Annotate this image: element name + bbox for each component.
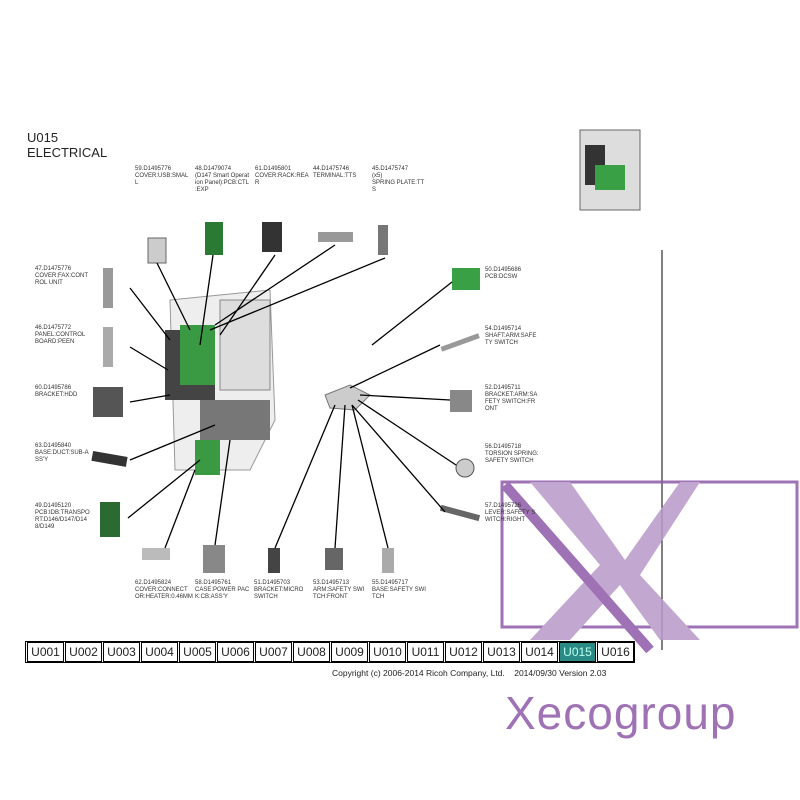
tab-u012[interactable]: U012 (445, 642, 482, 662)
tab-u005[interactable]: U005 (179, 642, 216, 662)
part-55-icon (382, 548, 394, 573)
unit-code: U015 (27, 130, 59, 145)
tab-u016[interactable]: U016 (597, 642, 634, 662)
unit-tabs: U001 U002 U003 U004 U005 U006 U007 U008 … (25, 641, 635, 663)
part-label[interactable]: 55.D1495717 BASE:SAFETY SWI TCH (372, 580, 426, 600)
tab-u004[interactable]: U004 (141, 642, 178, 662)
part-57-icon (439, 504, 481, 522)
part-label[interactable]: 44.D1475746 TERMINAL:TTS (313, 166, 357, 179)
tab-u015[interactable]: U015 (559, 642, 596, 662)
part-48-icon (205, 222, 223, 255)
tab-u011[interactable]: U011 (407, 642, 444, 662)
tab-u001[interactable]: U001 (27, 642, 64, 662)
part-label[interactable]: 63.D1495840 BASE:DUCT:SUB-A SS'Y (35, 443, 89, 463)
footer: Copyright (c) 2006-2014 Ricoh Company, L… (332, 668, 606, 678)
part-58-icon (203, 545, 225, 573)
part-49-icon (100, 502, 120, 537)
tab-u010[interactable]: U010 (369, 642, 406, 662)
tab-u003[interactable]: U003 (103, 642, 140, 662)
part-50-icon (452, 268, 480, 290)
part-label[interactable]: 47.D1475776 COVER:FAX:CONT ROL UNIT (35, 266, 89, 286)
copyright-text: Copyright (c) 2006-2014 Ricoh Company, L… (332, 668, 505, 678)
part-label[interactable]: 60.D1495786 BRACKET:HDD (35, 385, 78, 398)
leader-lines (127, 244, 457, 549)
tab-u007[interactable]: U007 (255, 642, 292, 662)
part-label[interactable]: 62.D1495824 COVER:CONNECT OR:HEATER:0.46… (135, 580, 193, 600)
part-59-icon (147, 237, 167, 264)
part-61-icon (262, 222, 282, 252)
tab-u008[interactable]: U008 (293, 642, 330, 662)
section-name: ELECTRICAL (27, 145, 108, 160)
part-56-icon (455, 458, 475, 478)
tab-u014[interactable]: U014 (521, 642, 558, 662)
part-label[interactable]: 53.D1495713 ARM:SAFETY SWI TCH:FRONT (313, 580, 365, 600)
safety-switch-assembly (324, 384, 371, 411)
part-label[interactable]: 51.D1495703 BRACKET:MICRO SWITCH (254, 580, 304, 600)
part-label[interactable]: 54.D1495714 SHAFT:ARM:SAFE TY SWITCH (485, 326, 537, 346)
part-53-icon (325, 548, 343, 570)
part-45-icon (378, 225, 388, 255)
watermark-logo (500, 480, 799, 654)
part-label[interactable]: 57.D1495726 LEVER:SAFETY S WITCH:RIGHT (485, 503, 536, 523)
part-46-icon (103, 327, 113, 367)
tab-u006[interactable]: U006 (217, 642, 254, 662)
part-52-icon (450, 390, 472, 412)
overview-thumbnail (579, 129, 641, 211)
tab-u009[interactable]: U009 (331, 642, 368, 662)
watermark-text: Xecogroup (505, 687, 737, 739)
part-label[interactable]: 52.D1495711 BRACKET:ARM:SA FETY SWITCH:F… (485, 385, 538, 412)
part-label[interactable]: 45.D1475747 (x5) SPRING PLATE:TT S (372, 166, 425, 193)
part-label[interactable]: 46.D1475772 PANEL:CONTROL BOARD:PEEN (35, 325, 86, 345)
part-54-icon (440, 333, 480, 352)
part-label[interactable]: 61.D1495801 COVER:RACK:REA R (255, 166, 309, 186)
part-47-icon (103, 268, 113, 308)
part-44-icon (318, 232, 353, 242)
main-assembly (165, 289, 276, 475)
part-label[interactable]: 59.D1495776 COVER:USB:SMAL L (135, 166, 189, 186)
version-text: 2014/09/30 Version 2.03 (514, 668, 607, 678)
tab-u013[interactable]: U013 (483, 642, 520, 662)
part-label[interactable]: 58.D1495761 CASE:POWER PAC K:CB:ASS'Y (195, 580, 250, 600)
tab-u002[interactable]: U002 (65, 642, 102, 662)
page-title: U015 ELECTRICAL (27, 130, 107, 160)
part-51-icon (268, 548, 280, 573)
part-60-icon (93, 387, 123, 417)
part-label[interactable]: 56.D1495718 TORSION SPRING: SAFETY SWITC… (485, 444, 539, 464)
part-63-icon (91, 450, 128, 467)
part-62-icon (142, 548, 170, 560)
part-label[interactable]: 50.D1495686 PCB:DCSW (485, 267, 522, 280)
part-label[interactable]: 48.D1479074 (D147 Smart Operat ion Panel… (195, 166, 250, 193)
part-label[interactable]: 49.D1495120 PCB:IDB:TRANSPO RT:D146/D147… (35, 503, 90, 530)
